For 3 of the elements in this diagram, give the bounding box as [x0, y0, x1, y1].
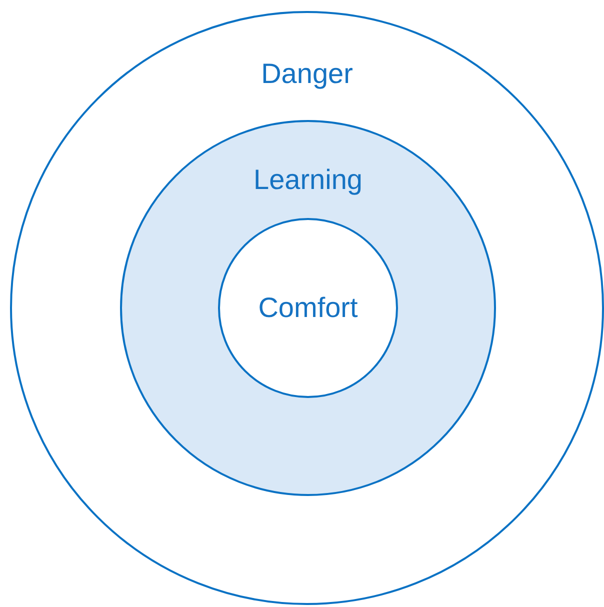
zone-label: Comfort	[258, 292, 358, 324]
zone-label: Danger	[261, 58, 353, 90]
zone-label: Learning	[254, 164, 362, 196]
